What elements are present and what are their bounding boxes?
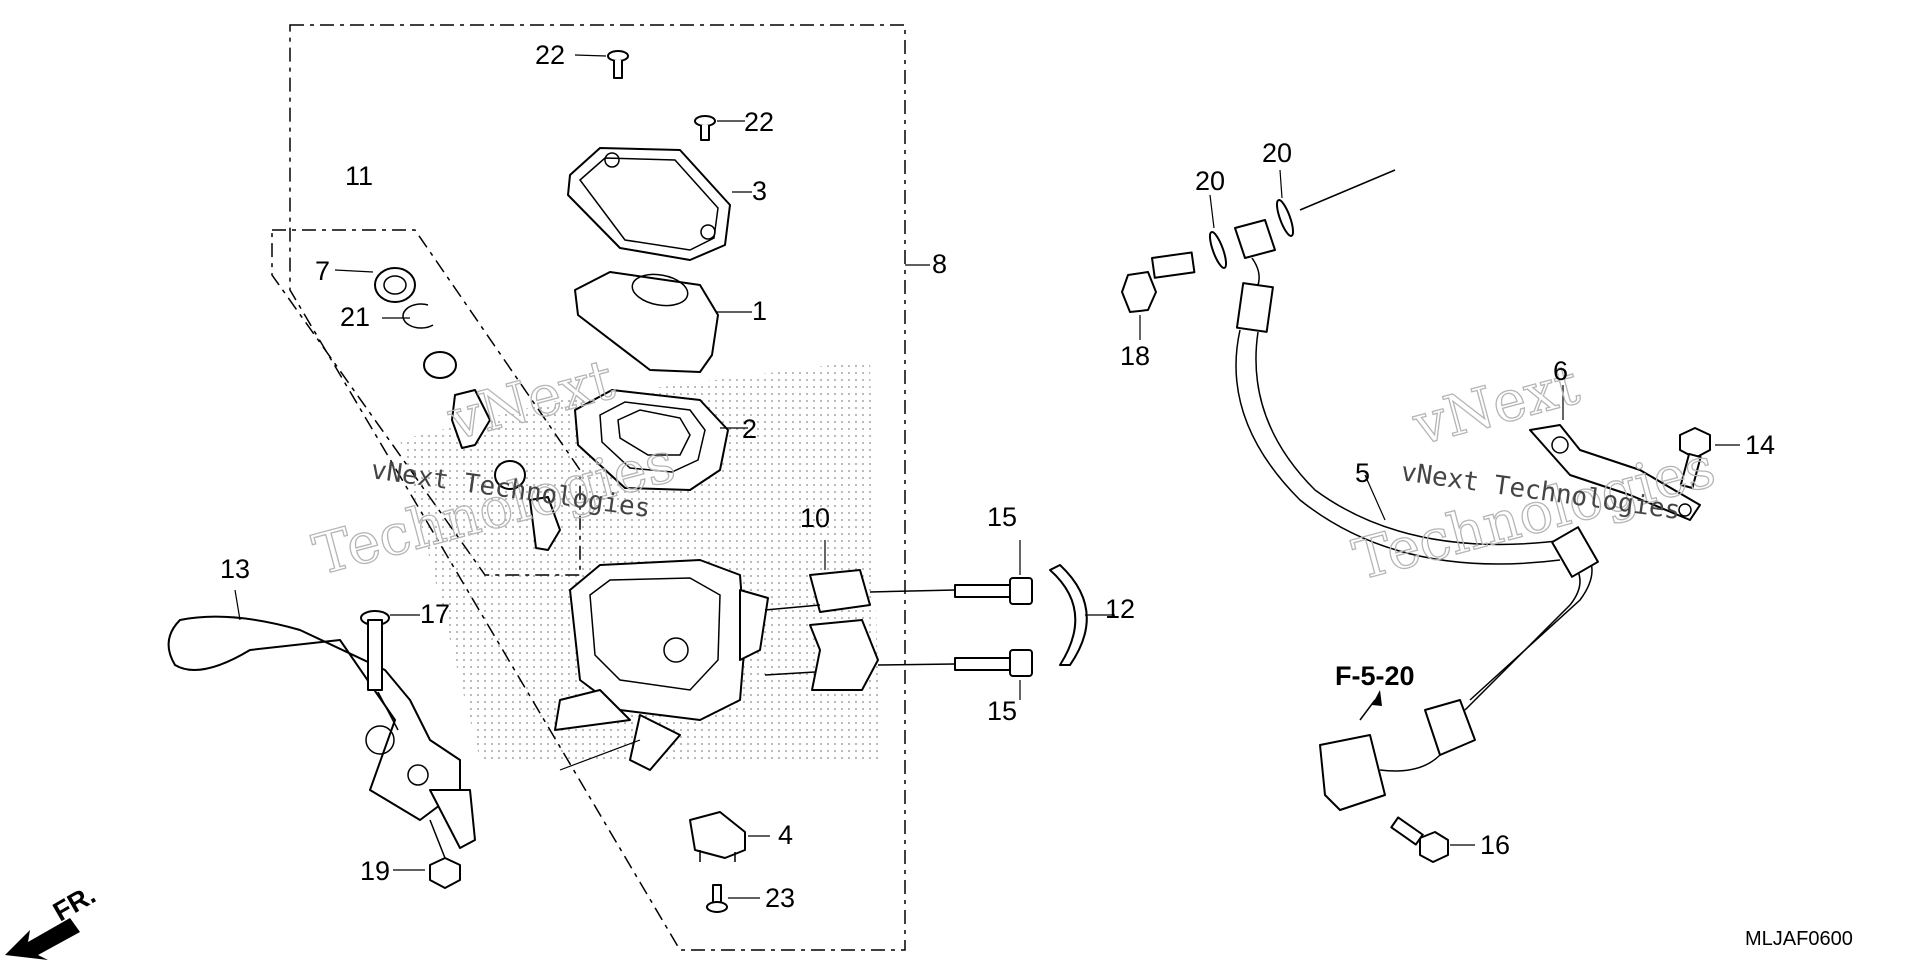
callout-19: 19 xyxy=(360,856,390,886)
diaphragm-plate-1 xyxy=(574,271,752,373)
callout-13: 13 xyxy=(220,554,250,584)
callout-22-top: 22 xyxy=(535,40,565,70)
assembly-11-boundary xyxy=(271,229,581,576)
bolt-15-upper xyxy=(869,540,1033,605)
washer-20-right xyxy=(1275,169,1396,237)
switch-4 xyxy=(689,811,770,862)
piston-set-11 xyxy=(334,267,561,551)
callout-10: 10 xyxy=(800,503,830,533)
callout-6: 6 xyxy=(1553,356,1568,386)
callout-5: 5 xyxy=(1355,458,1370,488)
diagram-code: MLJAF0600 xyxy=(1745,928,1853,950)
bracket-12 xyxy=(1049,564,1115,666)
callout-17: 17 xyxy=(420,599,450,629)
reservoir-cap-3 xyxy=(567,147,752,261)
bolt-15-lower xyxy=(877,649,1033,700)
callout-22-mid: 22 xyxy=(744,107,774,137)
callout-20-left: 20 xyxy=(1195,166,1225,196)
callout-4: 4 xyxy=(778,820,793,850)
pivot-bolt-17 xyxy=(360,610,420,731)
screw-22-top xyxy=(574,50,629,79)
bolt-16 xyxy=(1390,816,1475,863)
callout-21: 21 xyxy=(340,302,370,332)
screw-23 xyxy=(706,884,760,913)
reference-arrow xyxy=(1359,690,1382,721)
assembly-8-boundary xyxy=(289,24,906,951)
callout-23: 23 xyxy=(765,883,795,913)
shading-area xyxy=(400,360,880,760)
callout-2: 2 xyxy=(742,414,757,444)
screw-22-mid xyxy=(694,115,745,141)
callout-1: 1 xyxy=(752,296,767,326)
brake-hose-5 xyxy=(1234,219,1599,811)
washer-20-left xyxy=(1208,194,1228,269)
master-cylinder-body xyxy=(554,559,769,771)
callout-3: 3 xyxy=(752,176,767,206)
clamp-10 xyxy=(764,540,879,691)
front-direction-arrow xyxy=(5,918,80,960)
callout-14: 14 xyxy=(1745,430,1775,460)
watermark-right: vNext Technologies vNext Technologies xyxy=(1346,352,1722,595)
callout-12: 12 xyxy=(1105,594,1135,624)
callout-7: 7 xyxy=(315,256,330,286)
gasket-2 xyxy=(574,389,748,491)
callout-11: 11 xyxy=(345,161,373,191)
hose-clamp-6 xyxy=(1529,385,1701,521)
callout-15-upper: 15 xyxy=(987,502,1017,532)
bolt-14 xyxy=(1679,427,1740,489)
nut-19 xyxy=(393,819,461,889)
callout-18: 18 xyxy=(1120,341,1150,371)
callout-15-lower: 15 xyxy=(987,696,1017,726)
banjo-bolt-18 xyxy=(1121,251,1196,340)
callout-labels: 22 22 3 8 1 2 11 7 21 10 15 15 12 13 17 … xyxy=(220,40,1775,913)
callout-16: 16 xyxy=(1480,830,1510,860)
callout-8: 8 xyxy=(932,249,947,279)
reference-label: F-5-20 xyxy=(1335,661,1415,691)
brake-lever-13 xyxy=(167,589,476,849)
direction-label: FR. xyxy=(48,879,101,927)
callout-20-right: 20 xyxy=(1262,138,1292,168)
